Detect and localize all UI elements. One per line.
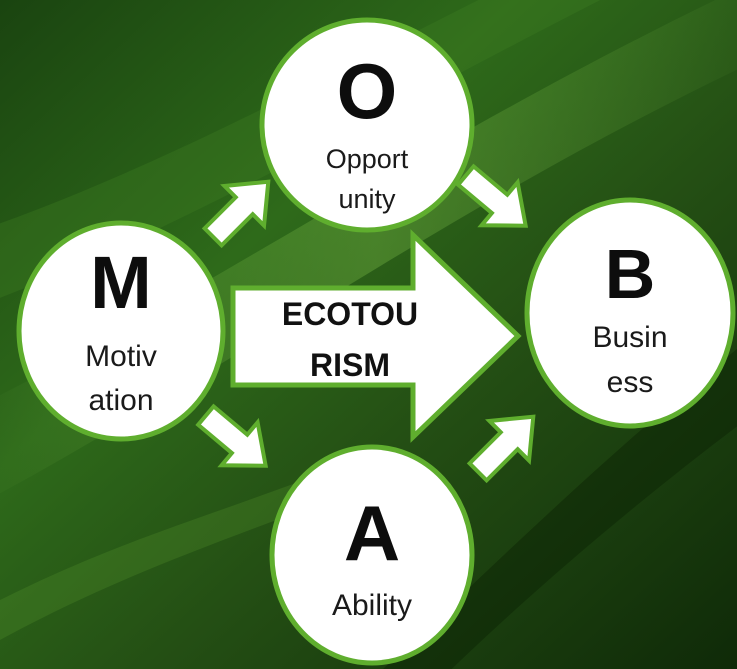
node-business: B Busin ess — [524, 197, 736, 429]
node-business-label-2: ess — [607, 366, 654, 399]
node-motivation-letter: M — [90, 241, 152, 324]
arrow-m-to-o — [201, 179, 271, 249]
node-opportunity-label-2: unity — [338, 184, 396, 214]
arrow-a-to-b — [466, 414, 536, 484]
arrow-o-to-b — [455, 163, 529, 228]
node-motivation: M Motiv ation — [16, 220, 226, 442]
node-opportunity-label-1: Opport — [326, 144, 409, 174]
node-ability: A Ability — [269, 444, 475, 666]
node-opportunity: O Opport unity — [259, 17, 475, 233]
ecotourism-arrow: ECOTOU RISM — [230, 229, 522, 443]
arrow-m-to-a — [195, 403, 269, 468]
node-motivation-label-2: ation — [88, 384, 153, 417]
center-label-line2: RISM — [310, 347, 390, 383]
node-ability-letter: A — [344, 489, 400, 577]
node-business-label-1: Busin — [592, 321, 667, 354]
node-motivation-label-1: Motiv — [85, 340, 157, 373]
center-label-line1: ECOTOU — [282, 296, 418, 332]
node-ability-label: Ability — [332, 589, 412, 622]
node-business-letter: B — [605, 235, 656, 313]
node-opportunity-letter: O — [337, 47, 398, 135]
